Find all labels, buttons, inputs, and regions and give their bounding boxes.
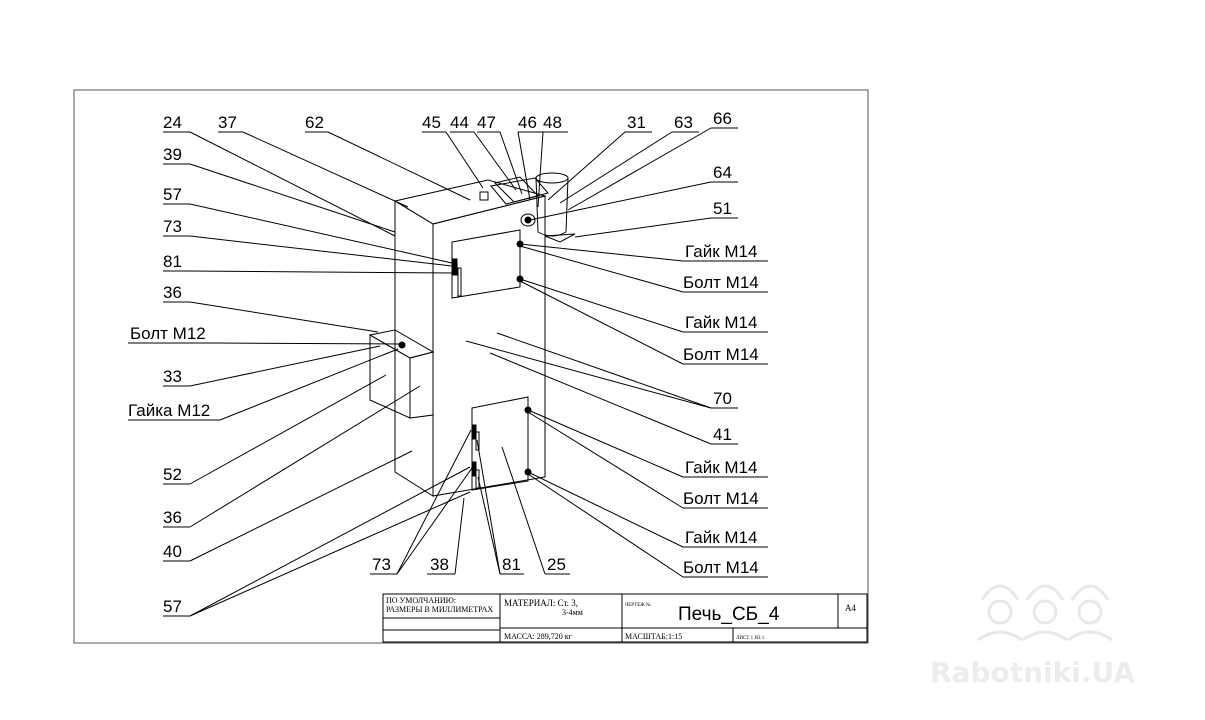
callout-label: Гайк М14 [685, 313, 757, 332]
callout-label: 46 [518, 113, 537, 132]
callout-label: 57 [163, 185, 182, 204]
callout-label: 66 [713, 109, 732, 128]
fasteners [398, 240, 532, 489]
callout-label: Болт М14 [683, 273, 759, 292]
callout-label: Болт М14 [683, 345, 759, 364]
default-units-line1: ПО УМОЛЧАНИЮ: [386, 596, 456, 605]
callout-label: 38 [430, 555, 449, 574]
mass: МАССА: 289,720 кг [504, 632, 573, 641]
sheet-number: ЛИСТ 1 ИЗ 1 [736, 636, 765, 641]
watermark: Rabotniki.UA [930, 584, 1135, 689]
callout-label: 44 [450, 113, 469, 132]
callout-label: Болт М14 [683, 558, 759, 577]
callout-label: 52 [163, 465, 182, 484]
callout-label: 36 [163, 283, 182, 302]
drawing-frame [73, 89, 869, 644]
callout-label: 33 [163, 367, 182, 386]
callout-label: 73 [372, 555, 391, 574]
callout-label: 37 [218, 113, 237, 132]
title-block: ПО УМОЛЧАНИЮ: РАЗМЕРЫ В МИЛЛИМЕТРАХ МАТЕ… [382, 593, 868, 643]
upper-door [451, 229, 521, 299]
lower-door [471, 396, 529, 491]
callout-label: 73 [163, 217, 182, 236]
callout-label: 36 [163, 508, 182, 527]
callout-label: 41 [713, 425, 732, 444]
callout-label: 81 [502, 555, 521, 574]
leader-lines [128, 127, 768, 617]
watermark-text: Rabotniki.UA [930, 656, 1135, 689]
workers-logo [977, 584, 1113, 642]
callout-label: 39 [163, 145, 182, 164]
scale: МАСШТАБ:1:15 [625, 632, 682, 641]
callout-label: 64 [713, 163, 732, 182]
callout-label: Гайк М14 [685, 242, 757, 261]
callout-label: 40 [163, 542, 182, 561]
callouts-top: 37 62 45 44 47 46 48 31 63 66 64 51 [218, 109, 732, 218]
callout-label: Гайк М14 [685, 458, 757, 477]
callout-label: 57 [163, 597, 182, 616]
callouts-right: Гайк М14 Болт М14 Гайк М14 Болт М14 70 4… [683, 242, 759, 577]
callout-label: 45 [422, 113, 441, 132]
callout-label: 62 [305, 113, 324, 132]
material-thickness: 3-4мм [562, 608, 583, 617]
callout-label: 51 [713, 199, 732, 218]
stove-body [368, 172, 576, 497]
material-label: МАТЕРИАЛ: Ст. 3, [504, 598, 578, 608]
callout-label: Болт М14 [683, 489, 759, 508]
callout-label: 81 [163, 252, 182, 271]
callout-label: 63 [674, 113, 693, 132]
drawing-number-label: ЧЕРТЕЖ № [625, 602, 651, 608]
callout-label: 70 [713, 389, 732, 408]
callout-label: 47 [477, 113, 496, 132]
callout-label: Гайк М14 [685, 528, 757, 547]
callout-label: 48 [543, 113, 562, 132]
chimney [535, 172, 569, 184]
callout-label: 24 [163, 113, 182, 132]
callout-label: Болт М12 [130, 324, 206, 343]
default-units-line2: РАЗМЕРЫ В МИЛЛИМЕТРАХ [386, 605, 493, 614]
drawing-title: Печь_СБ_4 [678, 604, 780, 625]
callout-label: 25 [547, 555, 566, 574]
sheet-size: A4 [845, 603, 856, 613]
callouts-bottom: 73 38 81 25 [372, 555, 566, 574]
callout-label: Гайка М12 [128, 401, 210, 420]
callout-label: 31 [627, 113, 646, 132]
callouts-left: 24 39 57 73 81 36 Болт М12 33 Гайка М12 … [128, 113, 210, 616]
